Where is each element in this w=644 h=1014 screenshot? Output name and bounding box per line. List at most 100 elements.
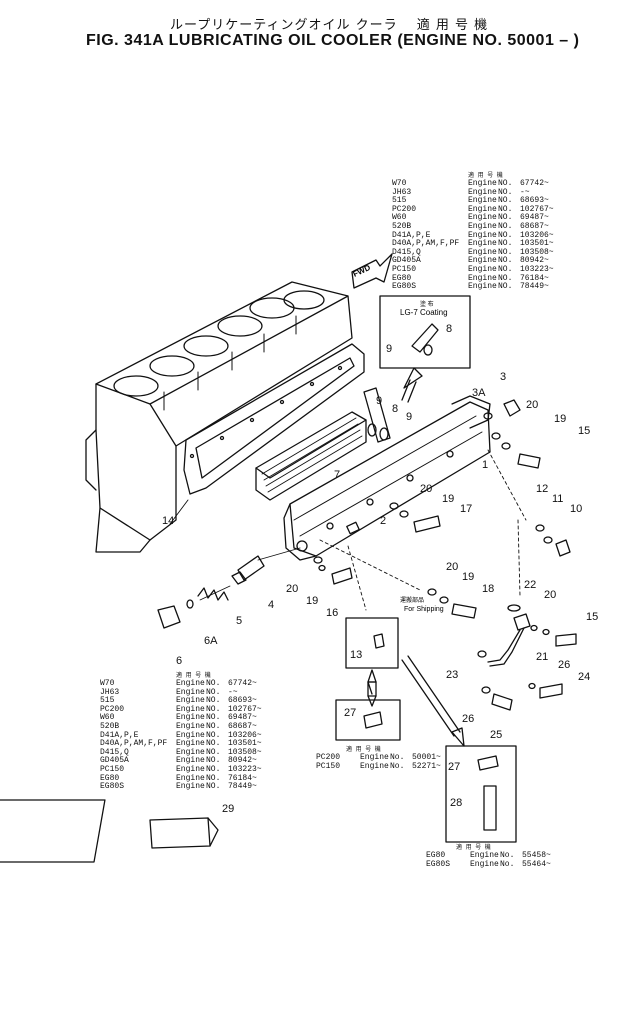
applicability-model: EG80 [426, 851, 446, 860]
applicability-serial: 103223~ [228, 764, 262, 774]
applicability-label: Engine [176, 739, 205, 749]
callout-26a: 26 [558, 659, 570, 671]
applicability-no: NO. [498, 273, 513, 283]
applicability-model: W70 [100, 679, 115, 688]
applicability-no: NO. [498, 187, 513, 197]
part-6-plug [157, 599, 194, 629]
applicability-label: Engine [468, 179, 497, 188]
applicability-no: NO. [498, 282, 513, 292]
applicability-serial: -~ [228, 687, 238, 697]
applicability-no: NO. [206, 747, 221, 757]
applicability-header: 適 用 号 機 [468, 172, 503, 179]
callout-27b: 27 [448, 761, 460, 773]
applicability-model: PC200 [316, 753, 341, 762]
applicability-label: Engine [468, 273, 497, 283]
applicability-label: Engine [468, 256, 497, 266]
double-arrow [367, 669, 377, 707]
applicability-serial: -~ [520, 187, 530, 197]
diagonal-arrow [401, 655, 465, 747]
applicability-no: NO. [206, 704, 221, 714]
applicability-model: PC200 [100, 704, 125, 714]
callout-1: 1 [482, 459, 488, 471]
callout-11: 11 [552, 493, 563, 505]
part-21-tube [477, 604, 577, 711]
applicability-model: GD405A [100, 756, 129, 766]
callout-17: 17 [460, 503, 472, 515]
applicability-no: NO. [206, 756, 221, 766]
callout-16: 16 [326, 607, 338, 619]
cooler-cover [283, 395, 491, 561]
applicability-serial: 103501~ [228, 739, 262, 749]
callout-2: 2 [380, 515, 386, 527]
callouts: 1 2 3 3A 4 5 6 6A 7 8 8 9 9 9 10 11 12 1… [162, 323, 598, 815]
callout-18: 18 [482, 583, 494, 595]
applicability-label: Engine [176, 679, 205, 688]
applicability-label: Engine [176, 696, 205, 706]
cooler-element [255, 411, 367, 501]
callout-7: 7 [334, 469, 340, 481]
applicability-serial: 103508~ [520, 247, 554, 257]
applicability-no: NO. [206, 721, 221, 731]
applicability-no: No. [390, 761, 405, 771]
applicability-model: PC200 [392, 204, 417, 214]
shipping-label: For Shipping [404, 606, 444, 613]
callout-22: 22 [524, 579, 536, 591]
applicability-label: Engine [360, 761, 389, 771]
figure-title: FIG. 341A LUBRICATING OIL COOLER (ENGINE… [86, 32, 580, 49]
applicability-label: Engine [176, 687, 205, 697]
applicability-no: No. [500, 851, 515, 860]
callout-14: 14 [162, 515, 174, 527]
applicability-no: NO. [206, 687, 221, 697]
callout-20a: 20 [526, 399, 538, 411]
applicability-serial: 68687~ [520, 221, 549, 231]
japanese-title: ループリケーティングオイル クーラ 適 用 号 機 [170, 18, 489, 33]
applicability-no: NO. [498, 204, 513, 214]
callout-9a: 9 [386, 343, 392, 355]
part-27-box [335, 699, 401, 741]
applicability-serial: 102767~ [228, 704, 262, 714]
callout-5: 5 [236, 615, 242, 627]
applicability-serial: 68687~ [228, 721, 257, 731]
applicability-no: NO. [206, 764, 221, 774]
applicability-label: Engine [468, 239, 497, 249]
applicability-serial: 68693~ [520, 196, 549, 206]
applicability-no: NO. [498, 256, 513, 266]
callout-12: 12 [536, 483, 548, 495]
callout-28: 28 [450, 797, 462, 809]
applicability-no: NO. [206, 782, 221, 792]
applicability-label: Engine [468, 230, 497, 240]
callout-8a: 8 [446, 323, 452, 335]
part-5-spring [197, 585, 231, 601]
callout-29: 29 [222, 803, 234, 815]
callout-20e: 20 [544, 589, 556, 601]
applicability-serial: 55458~ [522, 851, 551, 860]
fwd-label: FWD [351, 263, 372, 279]
applicability-model: D41A,P,E [392, 230, 431, 240]
applicability-label: Engine [176, 704, 205, 714]
shipping-japanese-label: 運搬部品 [400, 596, 424, 604]
callout-10: 10 [570, 503, 582, 515]
oring-detail [363, 387, 391, 443]
applicability-label: Engine [468, 264, 497, 274]
callout-15a: 15 [578, 425, 590, 437]
applicability-no: NO. [498, 179, 513, 188]
applicability-label: Engine [176, 773, 205, 783]
applicability-model: JH63 [100, 687, 120, 697]
callout-19a: 19 [554, 413, 566, 425]
